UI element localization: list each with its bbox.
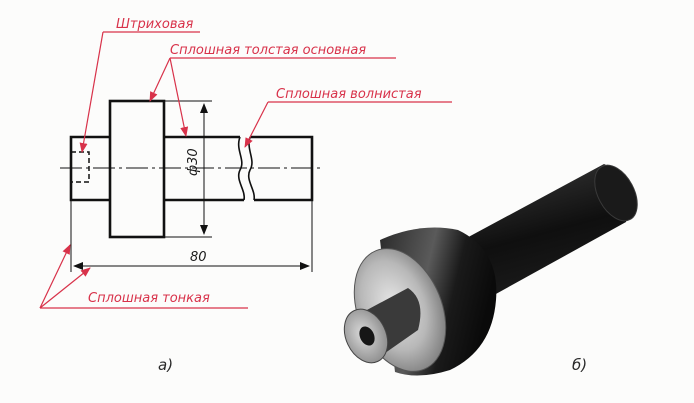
leader-hatched	[79, 31, 104, 153]
leader-thick-2	[169, 57, 189, 137]
label-solid-thin-line: Сплошная тонкая	[88, 291, 210, 306]
label-hatched-line: Штриховая	[116, 17, 193, 32]
bore-hole	[359, 326, 375, 346]
diameter-label: ф30	[186, 148, 201, 176]
label-solid-wavy-line: Сплошная волнистая	[276, 87, 422, 102]
leader-thin-2	[39, 267, 91, 309]
label-solid-thick-line: Сплошная толстая основная	[170, 43, 366, 58]
length-label: 80	[190, 250, 207, 265]
leader-wavy	[244, 101, 269, 148]
caption-b: б)	[572, 356, 587, 374]
caption-a: а)	[158, 356, 173, 374]
collar-outline	[108, 99, 166, 239]
drawing-b-3d-part: б)	[343, 164, 638, 376]
wavy-break-line-1	[237, 136, 245, 201]
drawing-a: ф30 80 Штриховая Сплошная толстая основн…	[39, 17, 452, 374]
hidden-bore-lines	[71, 151, 90, 183]
shaft-end-face	[594, 164, 638, 222]
leader-thick-1	[149, 57, 171, 102]
leader-thin-1	[39, 244, 71, 309]
